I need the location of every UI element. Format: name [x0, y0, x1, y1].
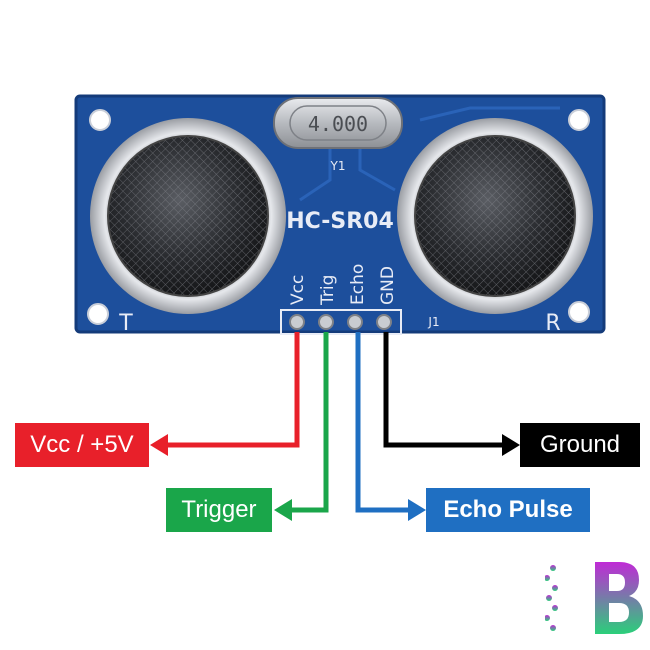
pin-label-echo: Echo — [348, 264, 368, 305]
pin-label-gnd: GND — [378, 266, 398, 305]
pin-header — [280, 309, 402, 335]
ground-label: Ground — [539, 431, 621, 458]
mounting-hole — [87, 303, 109, 325]
pin-label-trig: Trig — [318, 275, 338, 306]
vcc-label: Vcc / +5V — [30, 431, 134, 458]
mounting-hole — [568, 301, 590, 323]
transmitter-transducer — [90, 118, 286, 314]
mounting-hole — [89, 109, 111, 131]
crystal-ref: Y1 — [330, 159, 346, 173]
crystal-oscillator: 4.000 — [273, 97, 403, 149]
arrow-vcc — [150, 434, 168, 456]
module-name: HC-SR04 — [286, 209, 394, 234]
pin-label-vcc: Vcc — [288, 275, 308, 305]
arrow-trigger — [274, 499, 292, 521]
transmitter-mark: T — [118, 311, 133, 336]
arrow-ground — [502, 434, 520, 456]
vcc-label-box — [15, 423, 149, 467]
ground-label-box — [520, 423, 640, 467]
header-pin — [318, 314, 334, 330]
receiver-mark: R — [545, 311, 560, 336]
pin-labels: Vcc Trig Echo GND — [288, 264, 398, 306]
header-ref: J1 — [427, 315, 439, 329]
echo-label-box — [426, 488, 590, 532]
echo-pulse-label: Echo Pulse — [443, 496, 573, 523]
wire-vcc — [166, 332, 300, 448]
header-pin — [376, 314, 392, 330]
wires — [150, 332, 520, 521]
crystal-frequency: 4.000 — [308, 112, 368, 136]
wire-trigger — [290, 332, 329, 513]
header-pin — [347, 314, 363, 330]
trigger-label-box — [166, 488, 272, 532]
wire-ground — [383, 332, 504, 448]
trigger-label: Trigger — [181, 496, 257, 523]
b-circuit-logo-icon — [545, 562, 643, 634]
mounting-hole — [568, 109, 590, 131]
header-pin — [289, 314, 305, 330]
wire-echo — [355, 332, 410, 513]
receiver-transducer — [397, 118, 593, 314]
arrow-echo — [408, 499, 426, 521]
